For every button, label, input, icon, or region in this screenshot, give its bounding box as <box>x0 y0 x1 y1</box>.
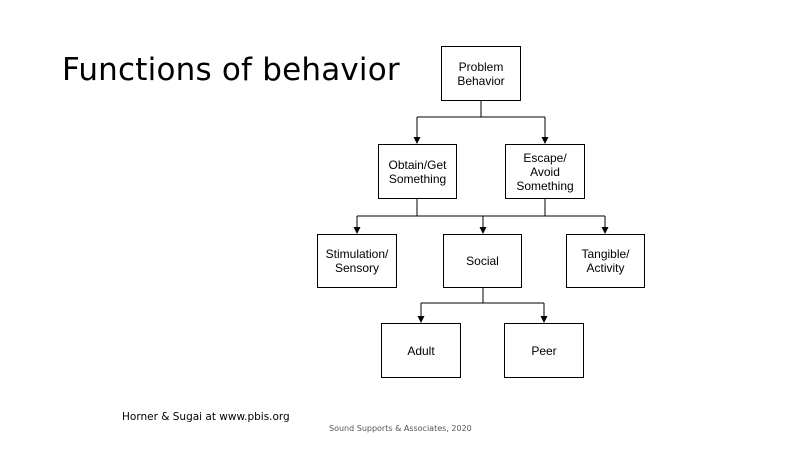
node-obtain-get-something: Obtain/Get Something <box>378 144 457 199</box>
node-problem-behavior: Problem Behavior <box>441 46 521 101</box>
node-peer: Peer <box>504 323 584 378</box>
node-adult: Adult <box>381 323 461 378</box>
source-credit: Horner & Sugai at www.pbis.org <box>122 411 290 423</box>
node-escape-avoid-something: Escape/ Avoid Something <box>505 144 585 199</box>
node-tangible-activity: Tangible/ Activity <box>566 234 645 288</box>
slide-title: Functions of behavior <box>62 52 400 88</box>
node-social: Social <box>443 234 522 288</box>
footer-copyright: Sound Supports & Associates, 2020 <box>329 424 472 433</box>
node-stimulation-sensory: Stimulation/ Sensory <box>317 234 397 288</box>
